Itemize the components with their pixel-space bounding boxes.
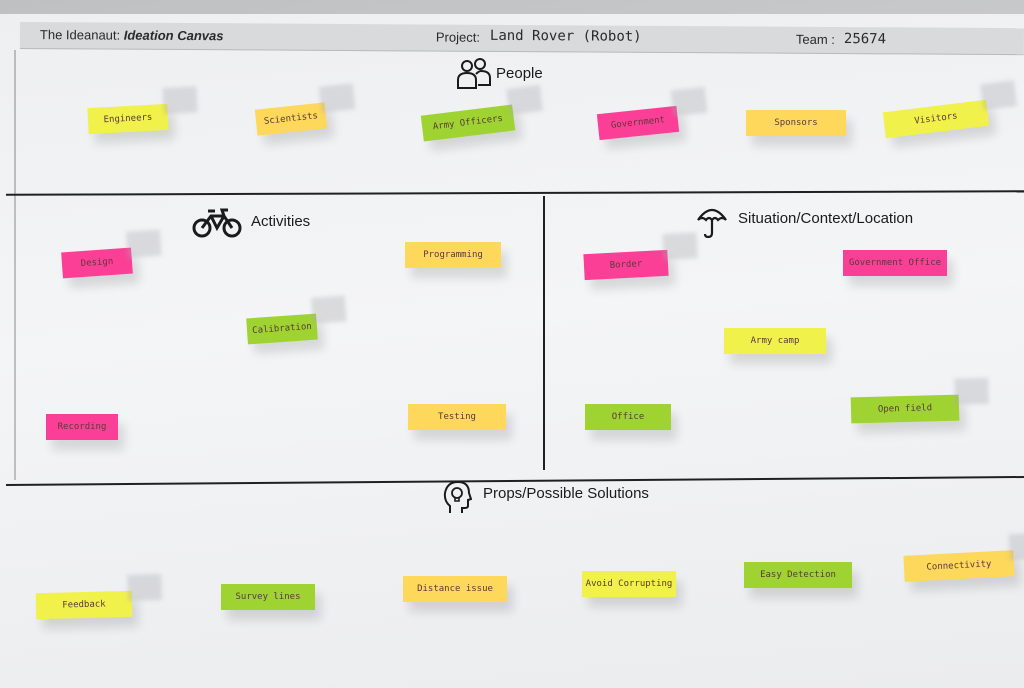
brand-title: The Ideanaut: Ideation Canvas (40, 27, 224, 43)
sticky-note[interactable]: Avoid Corrupting (582, 571, 676, 597)
people-icon (457, 58, 491, 89)
sticky-note[interactable]: Feedback (35, 590, 133, 620)
section-title-props: Props/Possible Solutions (483, 485, 649, 502)
sticky-note[interactable]: Design (61, 247, 133, 279)
section-title-people: People (496, 65, 543, 82)
section-title-activities: Activities (251, 213, 311, 230)
team-label: Team : (795, 31, 835, 47)
sticky-note[interactable]: Government Office (843, 250, 947, 276)
team-value: 25674 (843, 31, 887, 48)
section-title-situation: Situation/Context/Location (738, 210, 914, 227)
sticky-note[interactable]: Office (585, 404, 671, 430)
sticky-note[interactable]: Engineers (87, 103, 169, 135)
project-label: Project: (435, 29, 481, 45)
sticky-note[interactable]: Programming (405, 242, 501, 268)
divider-vertical (543, 196, 545, 470)
umbrella-icon (697, 208, 727, 238)
sticky-note[interactable]: Survey lines (221, 584, 315, 610)
sticky-note[interactable]: Calibration (246, 313, 318, 345)
brand-canvas-name: Ideation Canvas (123, 27, 224, 44)
project-value: Land Rover (Robot) (489, 27, 642, 45)
sticky-note[interactable]: Easy Detection (744, 562, 852, 588)
lightbulb-head-icon (443, 480, 472, 513)
bicycle-icon (192, 208, 242, 238)
sheet-left-edge (14, 50, 16, 480)
sticky-note[interactable]: Testing (408, 404, 506, 430)
sticky-note[interactable]: Recording (46, 414, 118, 440)
brand-prefix: The Ideanaut: (39, 27, 121, 43)
sticky-note[interactable]: Army camp (724, 328, 826, 354)
sticky-note[interactable]: Distance issue (403, 576, 507, 602)
sticky-note[interactable]: Border (583, 249, 669, 281)
sticky-note[interactable]: Sponsors (746, 110, 846, 136)
sticky-note[interactable]: Open field (850, 394, 960, 424)
